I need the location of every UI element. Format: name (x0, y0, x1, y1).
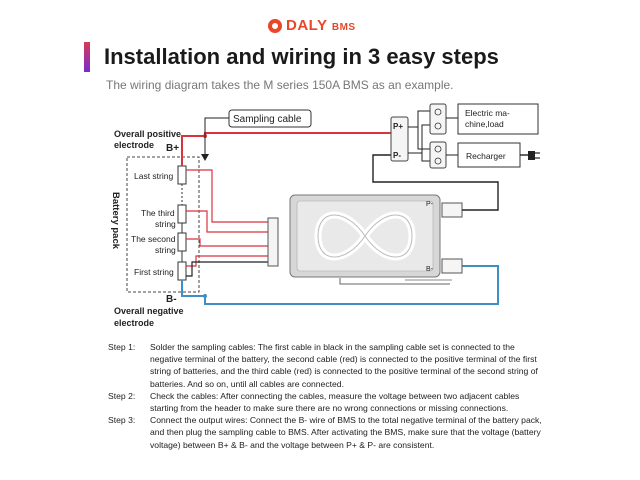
screw-icon (434, 108, 442, 116)
string-label-last: Last string (134, 171, 173, 181)
negative-electrode-label: Overall negative electrode (114, 306, 186, 328)
sampling-lead-first (186, 255, 268, 267)
output-terminal-block (390, 116, 409, 162)
step-text: Connect the output wires: Connect the B-… (150, 415, 542, 450)
step-label: Step 1: (108, 342, 136, 352)
title-accent-bar (84, 42, 90, 72)
negative-main-wire (181, 265, 499, 305)
instruction-steps: Step 1: Solder the sampling cables: The … (108, 341, 548, 451)
step-text: Solder the sampling cables: The first ca… (150, 342, 538, 389)
screw-icon (434, 157, 442, 165)
string-label-third: The third string (141, 208, 177, 229)
page-subtitle: The wiring diagram takes the M series 15… (106, 78, 454, 92)
step-text: Check the cables: After connecting the c… (150, 390, 520, 414)
battery-cell-third (177, 204, 187, 224)
load-terminal (429, 103, 447, 135)
battery-cell-second (177, 232, 187, 252)
sampling-connector (267, 217, 279, 267)
arrow-down-icon (201, 154, 209, 161)
charger-negative-wire (408, 152, 430, 162)
step-3: Step 3: Connect the output wires: Connec… (108, 414, 548, 451)
sampling-cable-pointer (204, 117, 230, 158)
step-label: Step 3: (108, 415, 136, 426)
step-1: Step 1: Solder the sampling cables: The … (108, 341, 548, 390)
sampling-lead-second (186, 238, 268, 247)
screw-icon (434, 145, 442, 153)
load-label: Electric ma- chine,load (465, 108, 512, 129)
brand-logo: DALY BMS (268, 17, 356, 34)
sampling-cable-callout (228, 109, 312, 128)
wiring-diagram: Sampling cable Overall positive electrod… (110, 103, 540, 328)
bms-p-minus-label: P- (426, 201, 434, 208)
battery-pack-outline (126, 156, 200, 293)
sampling-cable-label: Sampling cable (233, 114, 302, 125)
sampling-lead-last (186, 169, 268, 223)
daly-logo-icon (268, 18, 282, 33)
infinity-logo-outline-icon (317, 214, 413, 258)
charger-positive-wire (408, 126, 430, 150)
bms-p-minus-terminal (441, 202, 463, 218)
b-minus-label: B- (166, 294, 177, 305)
brand-name: DALY BMS (286, 17, 356, 34)
p-minus-label: P- (393, 151, 401, 160)
positive-electrode-label: Overall positive electrode (114, 129, 184, 150)
step-label: Step 2: (108, 390, 136, 401)
page-title: Installation and wiring in 3 easy steps (104, 44, 499, 69)
battery-cell-last (177, 165, 187, 185)
step-2: Step 2: Check the cables: After connecti… (108, 390, 548, 414)
battery-cell-first (177, 261, 187, 281)
bms-b-minus-label: B- (426, 266, 434, 273)
b-plus-label: B+ (166, 143, 179, 154)
p-minus-wire (372, 154, 499, 211)
string-label-first: First string (134, 267, 174, 277)
sampling-lead-negative (186, 261, 268, 277)
load-box (457, 103, 539, 135)
positive-main-wire (181, 132, 392, 166)
p-plus-label: P+ (393, 122, 403, 131)
screw-icon (434, 122, 442, 130)
sampling-lead-third (186, 210, 268, 233)
string-label-second: The second string (131, 234, 178, 255)
recharger-label: Recharger (466, 151, 506, 161)
battery-pack-label: Battery pack (110, 192, 121, 250)
temperature-probe-wire (339, 278, 450, 285)
b-minus-node (203, 294, 207, 298)
plug-icon (528, 151, 535, 160)
bms-b-minus-terminal (441, 258, 463, 274)
